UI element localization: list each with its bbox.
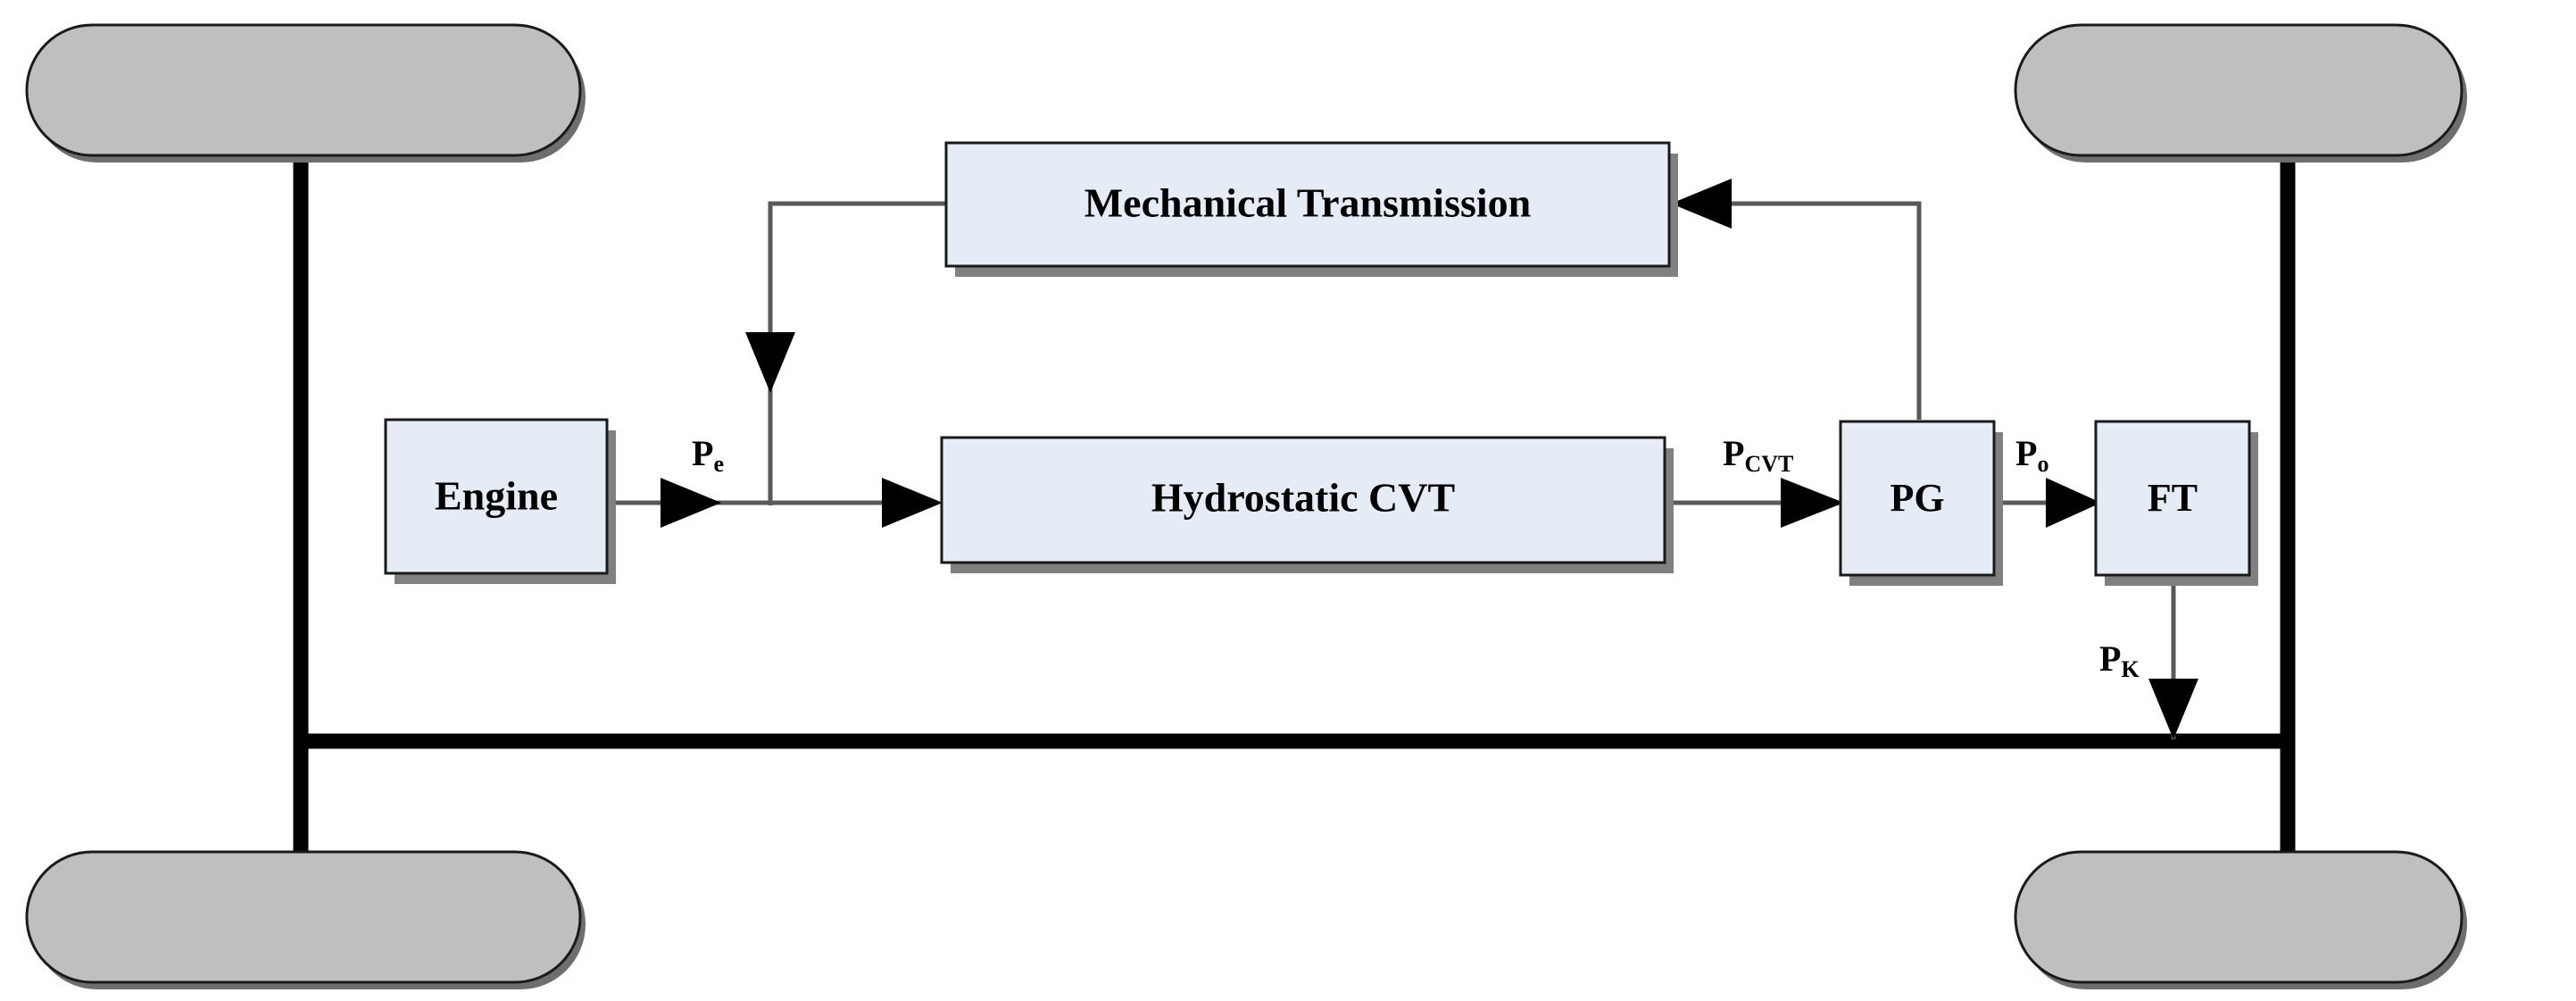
wheel-front-left (25, 23, 586, 163)
block-hydrostatic-cvt[interactable]: Hydrostatic CVT (940, 436, 1674, 573)
power-label-pe: Pe (692, 433, 724, 477)
arrow-into-mechanical (1671, 179, 1732, 229)
axle-group (293, 85, 2296, 911)
block-engine[interactable]: Engine (384, 418, 616, 584)
arrow-into-axle (2148, 679, 2198, 739)
power-label-pk-base: P (2099, 638, 2121, 679)
power-label-po: Po (2015, 433, 2048, 477)
line-pg-to-mechanical (1678, 201, 1922, 420)
arrow-into-pg (1781, 478, 1844, 528)
wheel-front-right (2014, 23, 2467, 163)
power-label-pk: PK (2099, 638, 2140, 682)
block-engine-label: Engine (435, 473, 558, 519)
block-pg-label: PG (1890, 476, 1944, 520)
arrow-down-to-split (745, 332, 795, 393)
power-label-pe-base: P (692, 433, 713, 473)
block-pg[interactable]: PG (1839, 420, 2003, 586)
arrow-into-ft (2046, 478, 2101, 528)
svg-text:PK: PK (2099, 638, 2140, 682)
svg-text:PCVT: PCVT (1723, 433, 1793, 477)
wheel-rear-right (2014, 850, 2467, 989)
block-mechanical-transmission-label: Mechanical Transmission (1084, 180, 1532, 226)
line-mechanical-to-split (768, 201, 946, 505)
flow-lines (607, 179, 2198, 739)
power-label-pcvt-sub: CVT (1744, 451, 1793, 477)
wheel-rear-left (25, 850, 586, 989)
block-ft[interactable]: FT (2094, 420, 2258, 586)
power-label-pcvt-base: P (1723, 433, 1744, 473)
arrow-into-cvt (882, 478, 943, 528)
block-ft-label: FT (2148, 476, 2198, 520)
block-mechanical-transmission[interactable]: Mechanical Transmission (944, 141, 1678, 277)
arrow-engine-out (661, 478, 721, 528)
svg-text:Pe: Pe (692, 433, 724, 477)
power-label-po-base: P (2015, 433, 2037, 473)
svg-text:Po: Po (2015, 433, 2048, 477)
power-label-po-sub: o (2037, 451, 2048, 477)
block-hydrostatic-cvt-label: Hydrostatic CVT (1151, 475, 1455, 521)
power-label-pe-sub: e (713, 451, 724, 477)
power-label-pk-sub: K (2121, 656, 2140, 682)
power-label-pcvt: PCVT (1723, 433, 1793, 477)
